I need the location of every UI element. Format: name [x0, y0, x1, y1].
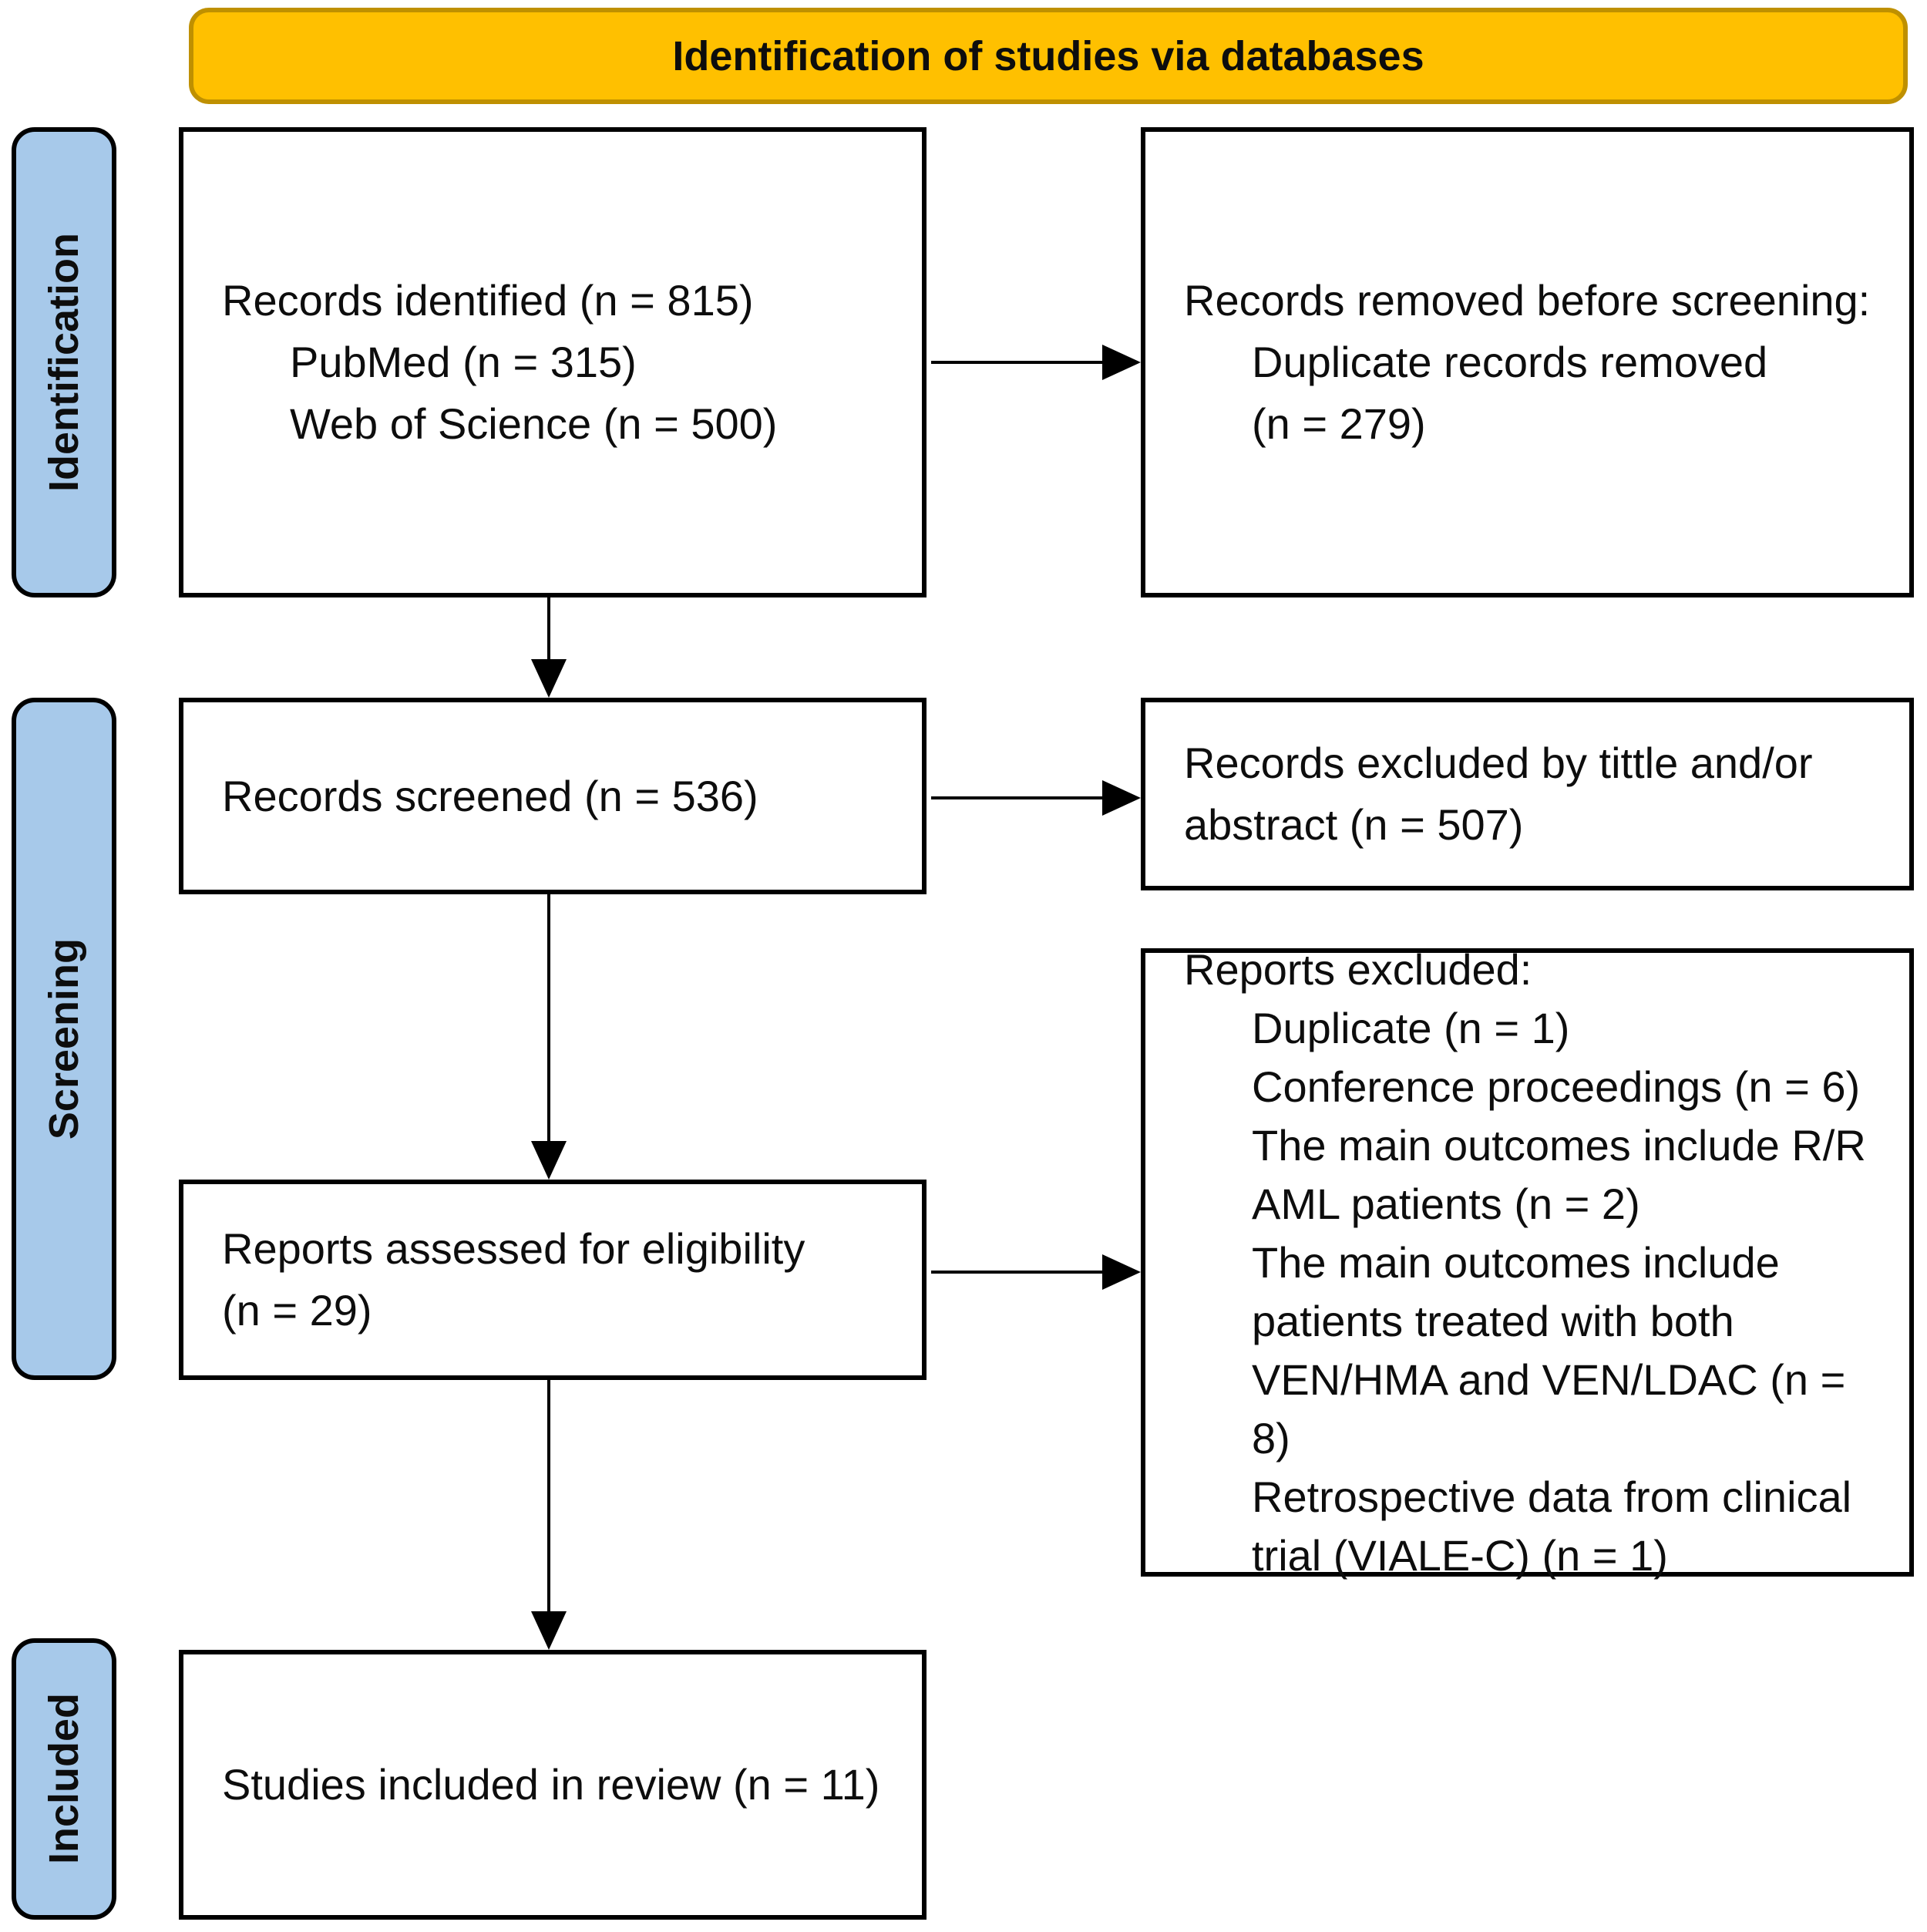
records-screened-text: Records screened (n = 536)	[222, 771, 758, 820]
box-records-identified: Records identified (n = 815) PubMed (n =…	[179, 127, 927, 597]
reports-assessed-line1: Reports assessed for eligibility	[222, 1224, 805, 1273]
arrow-screened-to-assessed-head	[531, 1141, 567, 1180]
reports-excluded-both-3: VEN/HMA and VEN/LDAC (n = 8)	[1252, 1355, 1846, 1462]
studies-included-text: Studies included in review (n = 11)	[222, 1760, 880, 1809]
stage-label-included: Included	[12, 1638, 116, 1920]
stage-label-screening: Screening	[12, 698, 116, 1380]
records-removed-count: (n = 279)	[1252, 399, 1426, 448]
reports-excluded-retro-1: Retrospective data from clinical	[1252, 1472, 1852, 1521]
reports-assessed-count: (n = 29)	[222, 1286, 372, 1335]
arrow-assessed-to-reports-excluded-head	[1102, 1254, 1141, 1290]
reports-excluded-rr-aml-2: AML patients (n = 2)	[1252, 1179, 1640, 1228]
reports-excluded-retro-2: trial (VIALE-C) (n = 1)	[1252, 1530, 1668, 1580]
arrow-screened-to-assessed-shaft	[547, 894, 550, 1143]
reports-excluded-title: Reports excluded:	[1184, 944, 1532, 994]
reports-excluded-both-2: patients treated with both	[1252, 1296, 1734, 1345]
records-excluded-line2: abstract (n = 507)	[1184, 800, 1524, 849]
box-reports-excluded: Reports excluded: Duplicate (n = 1) Conf…	[1141, 945, 1914, 1580]
arrow-assessed-to-included-head	[531, 1611, 567, 1650]
arrow-identified-to-screened-shaft	[547, 597, 550, 661]
reports-excluded-conference: Conference proceedings (n = 6)	[1252, 1062, 1861, 1111]
header-title: Identification of studies via databases	[672, 32, 1424, 79]
reports-excluded-duplicate: Duplicate (n = 1)	[1252, 1003, 1570, 1052]
arrow-assessed-to-reports-excluded-shaft	[931, 1271, 1104, 1274]
records-removed-title: Records removed before screening:	[1184, 276, 1871, 325]
stage-label-included-text: Included	[41, 1693, 87, 1865]
records-removed-duplicates: Duplicate records removed	[1252, 338, 1768, 386]
box-reports-assessed: Reports assessed for eligibility (n = 29…	[179, 1180, 927, 1380]
records-identified-pubmed: PubMed (n = 315)	[290, 338, 637, 386]
stage-label-screening-text: Screening	[41, 937, 87, 1140]
box-studies-included: Studies included in review (n = 11)	[179, 1650, 927, 1920]
box-records-removed: Records removed before screening: Duplic…	[1141, 127, 1914, 597]
reports-excluded-both-1: The main outcomes include	[1252, 1237, 1780, 1287]
arrow-identified-to-removed-shaft	[931, 361, 1104, 364]
stage-label-identification-text: Identification	[41, 233, 87, 492]
records-identified-wos: Web of Science (n = 500)	[290, 399, 778, 448]
box-records-excluded: Records excluded by tittle and/or abstra…	[1141, 698, 1914, 890]
arrow-screened-to-excluded-shaft	[931, 796, 1104, 799]
records-excluded-line1: Records excluded by tittle and/or	[1184, 739, 1813, 787]
arrow-assessed-to-included-shaft	[547, 1380, 550, 1613]
records-identified-total: Records identified (n = 815)	[222, 276, 754, 325]
header-banner: Identification of studies via databases	[189, 8, 1908, 104]
stage-label-identification: Identification	[12, 127, 116, 597]
reports-excluded-rr-aml-1: The main outcomes include R/R	[1252, 1120, 1866, 1170]
arrow-identified-to-screened-head	[531, 659, 567, 698]
arrow-identified-to-removed-head	[1102, 345, 1141, 380]
box-records-screened: Records screened (n = 536)	[179, 698, 927, 894]
arrow-screened-to-excluded-head	[1102, 780, 1141, 816]
